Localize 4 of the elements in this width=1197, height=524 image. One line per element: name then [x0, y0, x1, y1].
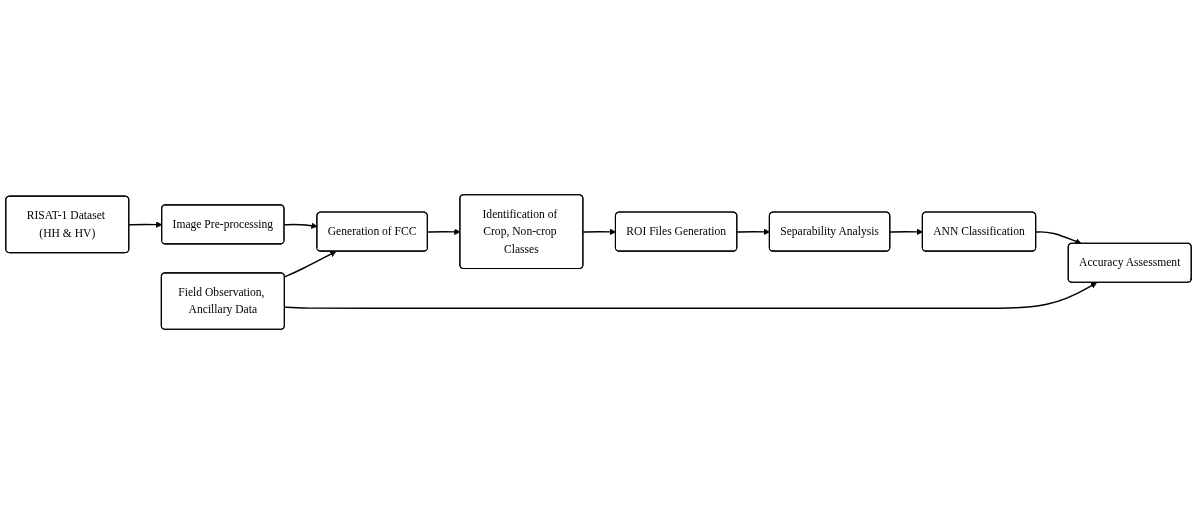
arrow [889, 228, 923, 236]
arrow [736, 228, 770, 236]
arrow [283, 251, 337, 278]
arrow [1035, 231, 1082, 245]
